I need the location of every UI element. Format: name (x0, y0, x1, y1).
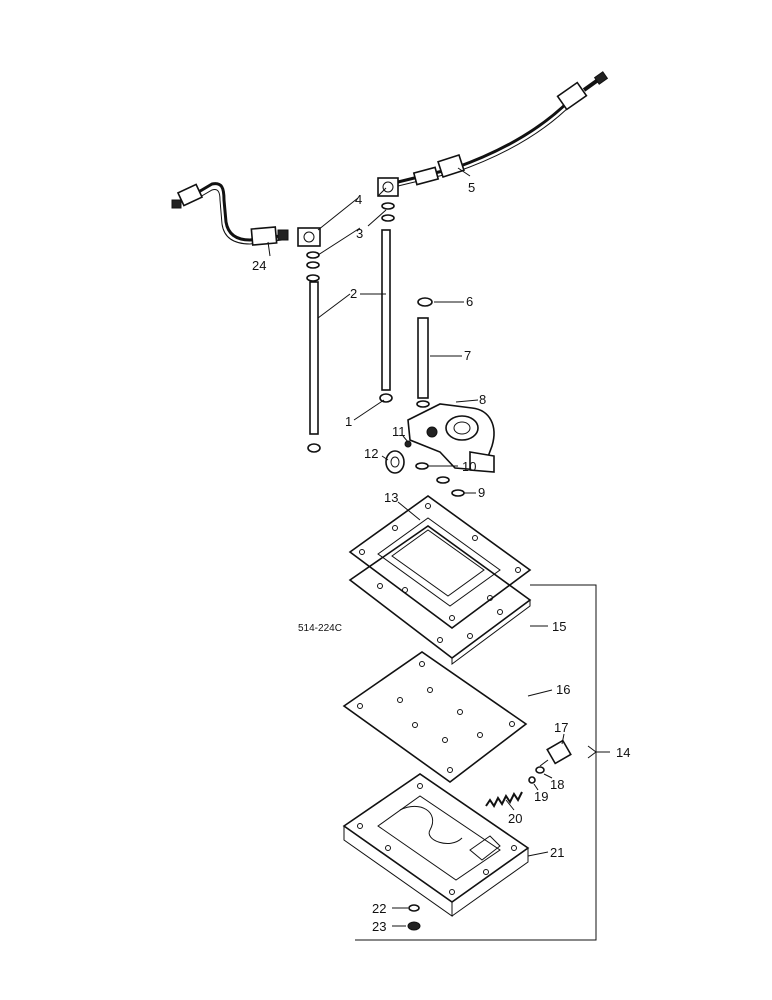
part-13-gasket (348, 495, 532, 629)
figure-reference: 514-224C (298, 623, 342, 634)
part-12-gear (385, 450, 405, 474)
callout-5: 5 (468, 180, 475, 195)
callout-14: 14 (616, 745, 630, 760)
callout-8: 8 (479, 392, 486, 407)
callout-22: 22 (372, 901, 386, 916)
part-5-tube (397, 71, 609, 187)
callout-4: 4 (355, 192, 362, 207)
part-18-o-ring (535, 766, 545, 774)
callout-21: 21 (550, 845, 564, 860)
callout-15: 15 (552, 619, 566, 634)
part-10-o-ring (415, 462, 450, 484)
part-17-plug (539, 739, 572, 767)
callout-3: 3 (356, 226, 363, 241)
callout-6: 6 (466, 294, 473, 309)
callout-10: 10 (462, 459, 476, 474)
callout-13: 13 (384, 490, 398, 505)
leader-lines (267, 167, 565, 927)
part-7-tube (416, 317, 430, 408)
part-6-o-ring (417, 297, 433, 307)
callout-1: 1 (345, 414, 352, 429)
callout-23: 23 (372, 919, 386, 934)
callout-20: 20 (508, 811, 522, 826)
part-16-separator-plate (342, 651, 528, 783)
callout-7: 7 (464, 348, 471, 363)
callout-18: 18 (550, 777, 564, 792)
callout-16: 16 (556, 682, 570, 697)
callout-19: 19 (534, 789, 548, 804)
part-2-tubes (309, 229, 391, 435)
part-4-elbow-left (297, 227, 321, 282)
part-20-spring (485, 791, 523, 808)
part-8-pump-body (407, 403, 495, 473)
part-9-o-ring (451, 489, 465, 497)
assembly-14-bracket (355, 584, 610, 941)
part-22-washer (408, 904, 420, 912)
callout-17: 17 (554, 720, 568, 735)
part-24-tube (171, 182, 289, 246)
part-19-ball (528, 776, 536, 784)
callout-2: 2 (350, 286, 357, 301)
part-23-nut (407, 921, 421, 931)
part-4-elbow-right (377, 177, 399, 222)
callout-9: 9 (478, 485, 485, 500)
callout-12: 12 (364, 446, 378, 461)
callout-11: 11 (392, 424, 406, 439)
callouts: 1 2 3 4 5 6 7 8 9 10 11 12 13 14 15 16 1… (252, 180, 630, 934)
part-11-pin (404, 440, 412, 448)
callout-24: 24 (252, 258, 266, 273)
part-21-housing (342, 773, 530, 917)
part-1-o-rings (307, 393, 393, 453)
part-15-plate (348, 525, 532, 665)
